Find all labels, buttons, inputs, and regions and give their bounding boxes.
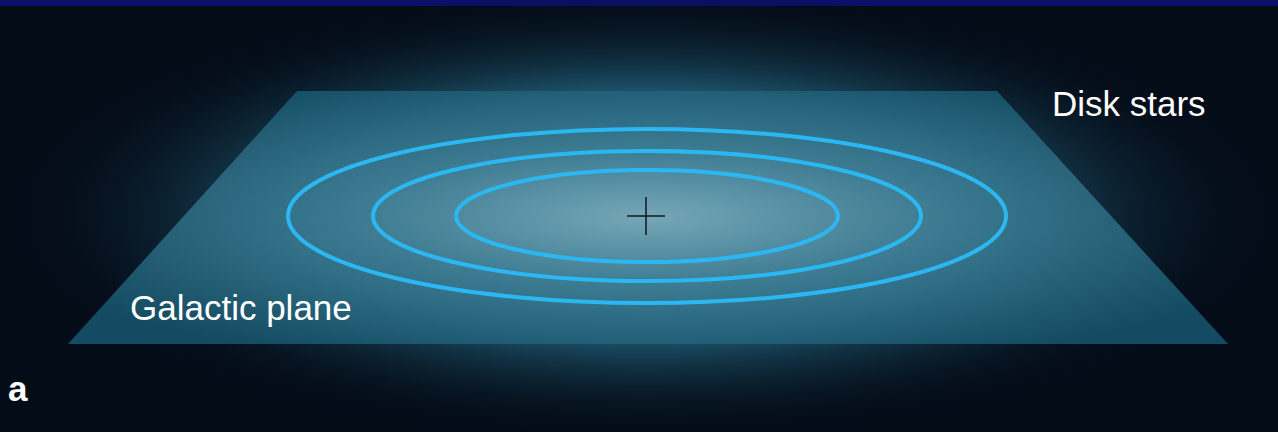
orbit-ellipse: [288, 129, 1006, 303]
component-label: Disk stars: [1052, 86, 1206, 121]
panel-letter: a: [8, 371, 27, 406]
orbit-group: [288, 129, 1006, 303]
halo-glow: [5, 0, 1278, 440]
center-cross: [627, 197, 665, 235]
galactic-plane: [68, 91, 1228, 344]
plane-label: Galactic plane: [130, 290, 352, 325]
bottom-margin: [0, 432, 1278, 441]
orbit-ellipse: [373, 151, 921, 281]
orbit-ellipse: [456, 170, 838, 262]
